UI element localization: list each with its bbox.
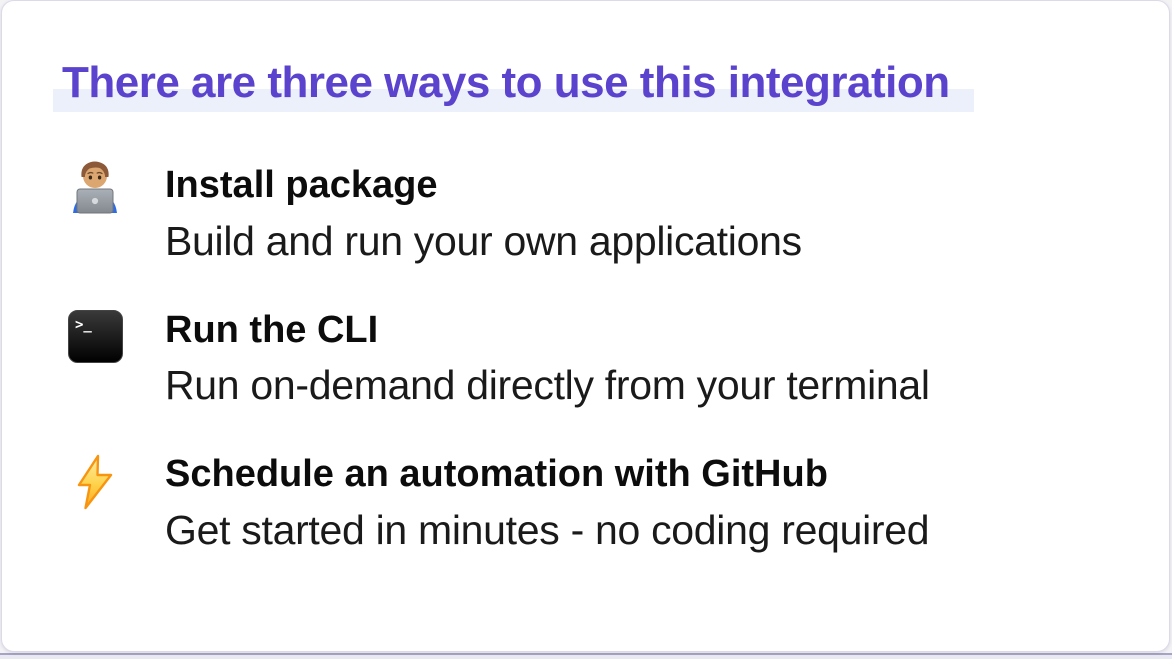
lightning-bolt-emoji (65, 454, 125, 510)
terminal-emoji: >_ (65, 309, 125, 363)
page-title-highlight: There are three ways to use this integra… (53, 58, 974, 112)
item-title: Run the CLI (165, 308, 379, 351)
feature-list: Install package Build and run your own a… (65, 161, 1169, 555)
item-title: Install package (165, 163, 438, 206)
item-description: Run on-demand directly from your termina… (165, 362, 930, 409)
item-description: Get started in minutes - no coding requi… (165, 506, 930, 553)
terminal-prompt-glyph: >_ (75, 317, 92, 333)
list-item: Schedule an automation with GitHub Get s… (65, 452, 1169, 555)
page-title: There are three ways to use this integra… (53, 57, 1109, 112)
item-title: Schedule an automation with GitHub (165, 453, 828, 496)
technologist-emoji (65, 153, 125, 217)
list-item-texts: Run the CLI Run on-demand directly from … (165, 308, 930, 411)
list-item: Install package Build and run your own a… (65, 161, 1169, 266)
list-item-texts: Schedule an automation with GitHub Get s… (165, 452, 930, 555)
item-description: Build and run your own applications (165, 217, 802, 264)
list-item-texts: Install package Build and run your own a… (165, 163, 802, 266)
page-edge-strip (0, 653, 1172, 659)
list-item: >_ Run the CLI Run on-demand directly fr… (65, 308, 1169, 411)
